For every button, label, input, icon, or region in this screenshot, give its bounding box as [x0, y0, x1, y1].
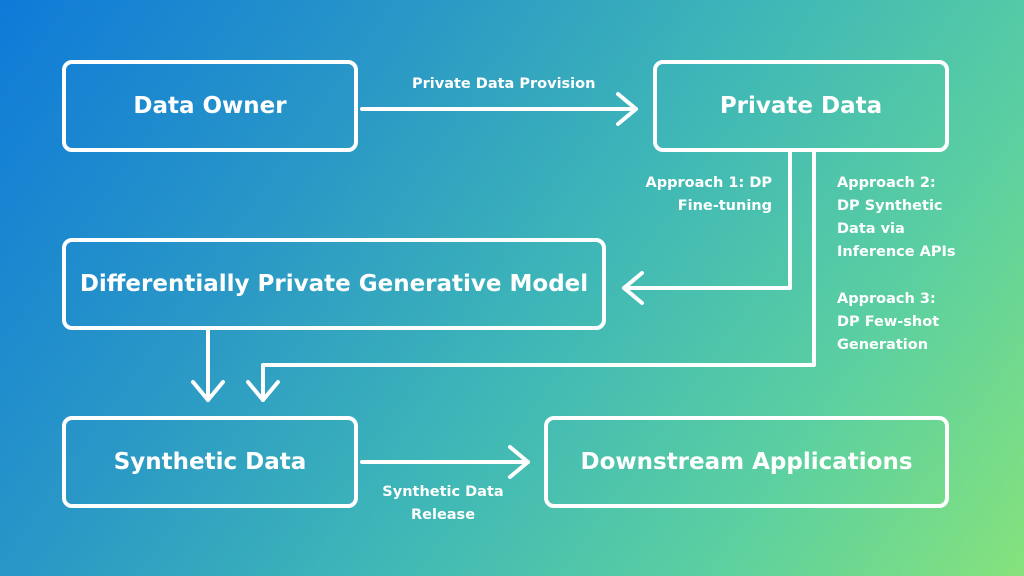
node-downstream-applications: Downstream Applications: [544, 416, 949, 508]
node-dp-generative-model-label: Differentially Private Generative Model: [79, 271, 589, 297]
arrow-approach-1: [622, 151, 792, 305]
arrow-approach-2-3: [246, 151, 816, 402]
node-data-owner-label: Data Owner: [133, 93, 287, 119]
arrow-release: [360, 445, 530, 479]
edge-label-release: Synthetic Data Release: [382, 484, 504, 523]
edge-label-approach-1: Approach 1: DP Fine-tuning: [645, 175, 772, 214]
node-private-data: Private Data: [653, 60, 949, 152]
edge-label-approach-3: Approach 3: DP Few-shot Generation: [837, 291, 940, 353]
edge-label-approach-2: Approach 2: DP Synthetic Data via Infere…: [837, 175, 956, 260]
edge-label-provision: Private Data Provision: [412, 76, 596, 92]
arrow-provision: [360, 92, 638, 126]
node-private-data-label: Private Data: [719, 93, 883, 119]
node-dp-generative-model: Differentially Private Generative Model: [62, 238, 606, 330]
node-data-owner: Data Owner: [62, 60, 358, 152]
node-synthetic-data-label: Synthetic Data: [113, 449, 307, 475]
node-synthetic-data: Synthetic Data: [62, 416, 358, 508]
node-downstream-applications-label: Downstream Applications: [580, 449, 913, 475]
arrow-model-to-synthetic: [191, 328, 225, 402]
